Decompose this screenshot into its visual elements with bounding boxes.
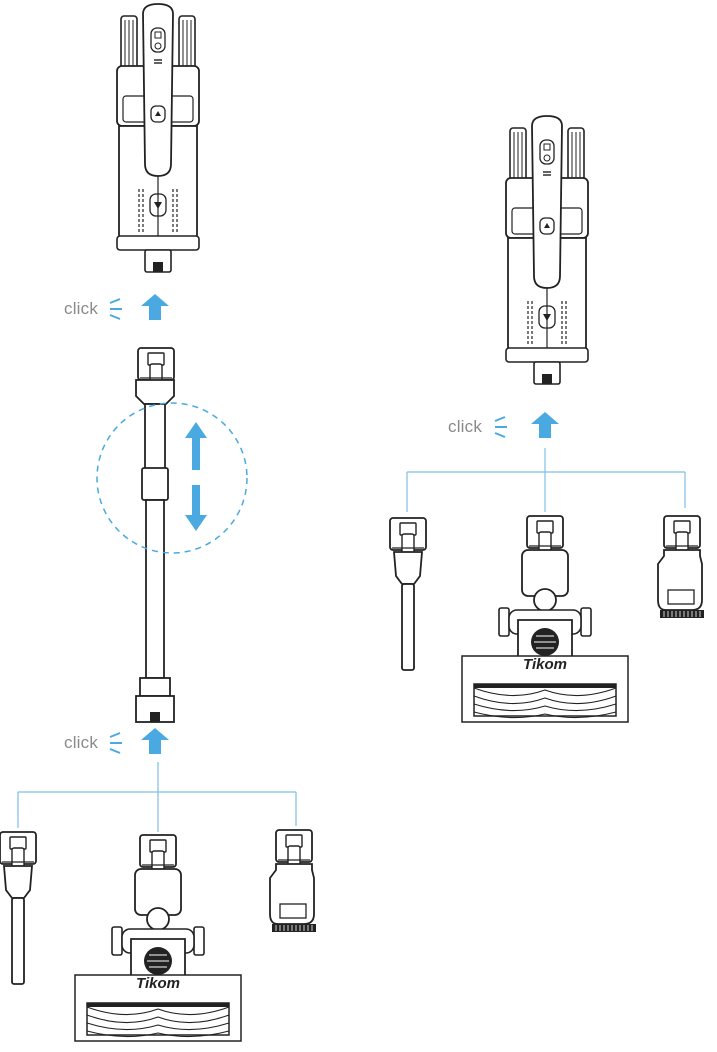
floor-head <box>462 516 628 722</box>
click-lines-icon <box>110 299 122 319</box>
connector-lines <box>18 762 296 832</box>
arrow-up-icon <box>531 412 559 438</box>
brand-label: Tikom <box>136 975 180 992</box>
crevice-tool <box>390 518 426 670</box>
dusting-brush <box>270 830 316 932</box>
click-lines-icon <box>110 733 122 753</box>
click-label: click <box>64 299 98 319</box>
adjust-zone <box>97 403 247 553</box>
brand-label: Tikom <box>523 656 567 673</box>
click-lines-icon <box>495 417 507 437</box>
arrow-up-down-icon <box>185 422 207 531</box>
handheld-unit <box>117 4 199 272</box>
handheld-unit <box>506 116 588 384</box>
click-label: click <box>64 733 98 753</box>
arrow-up-icon <box>141 294 169 320</box>
extension-wand <box>136 348 174 722</box>
click-label: click <box>448 417 482 437</box>
connector-lines <box>407 448 685 512</box>
arrow-up-icon <box>141 728 169 754</box>
crevice-tool <box>0 832 36 984</box>
floor-head <box>75 835 241 1041</box>
dusting-brush <box>658 516 704 618</box>
